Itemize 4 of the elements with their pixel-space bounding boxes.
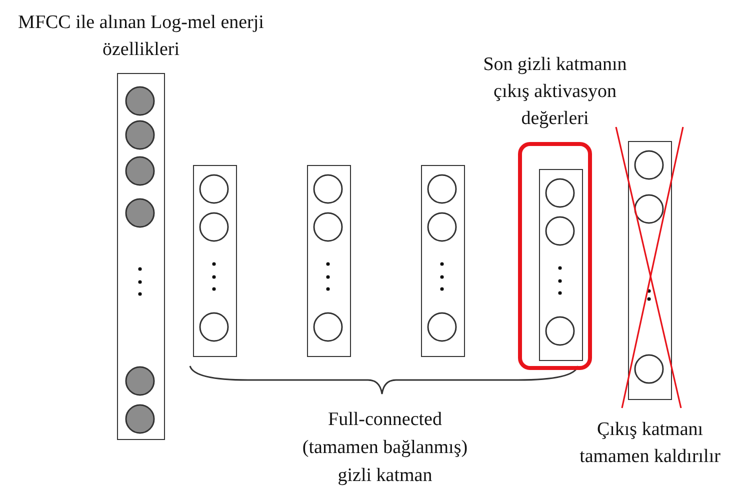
layer-heading: MFCC ile alınan Log-mel enerji özellikleri: [17, 11, 265, 62]
layer-heading: Son gizli katmanın çıkış aktivasyon değerleri: [482, 53, 628, 131]
layer-note: Çıkış katmanı tamamen kaldırılır: [578, 418, 722, 469]
group-caption: Full-connected (tamamen bağlanmış) gizli katman: [301, 408, 469, 488]
